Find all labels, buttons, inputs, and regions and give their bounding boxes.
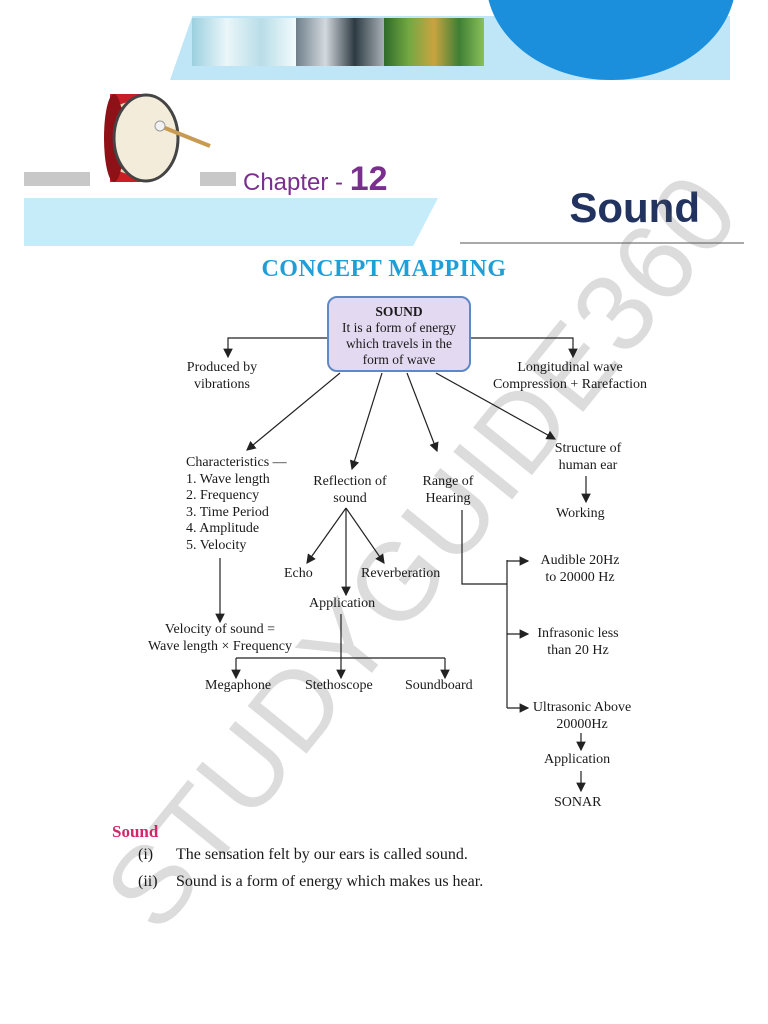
characteristic-item: 3. Time Period bbox=[186, 504, 269, 520]
list-item: (ii) Sound is a form of energy which make… bbox=[138, 873, 483, 891]
ultrasonic-application-node: Application bbox=[544, 752, 611, 767]
characteristic-item: 4. Amplitude bbox=[186, 521, 260, 536]
velocity-line-2: Wave length × Frequency bbox=[148, 638, 292, 654]
characteristic-item: 2. Frequency bbox=[186, 488, 260, 503]
chapter-prefix: Chapter - bbox=[243, 169, 344, 196]
application-node: Application bbox=[309, 596, 376, 611]
megaphone-node: Megaphone bbox=[205, 678, 272, 693]
reflection-line-2: sound bbox=[333, 490, 367, 506]
item-number: (ii) bbox=[138, 873, 158, 890]
concept-map-connectors bbox=[215, 337, 591, 793]
longitudinal-line-2: Compression + Rarefaction bbox=[492, 376, 648, 392]
concept-map-heading: CONCEPT MAPPING bbox=[261, 256, 507, 282]
reflection-node: Reflection of sound bbox=[300, 474, 400, 507]
audible-line-2: to 20000 Hz bbox=[545, 569, 615, 585]
reverberation-node: Reverberation bbox=[361, 566, 441, 581]
audible-line-1: Audible 20Hz bbox=[540, 553, 620, 568]
root-title: SOUND bbox=[375, 304, 423, 319]
item-number: (i) bbox=[138, 846, 154, 863]
audible-node: Audible 20Hz to 20000 Hz bbox=[524, 553, 636, 586]
ear-node: Structure of human ear bbox=[540, 441, 636, 474]
sonar-node: SONAR bbox=[554, 795, 602, 810]
grey-bar-right bbox=[200, 172, 236, 186]
characteristics-node: Characteristics — 1. Wave length 2. Freq… bbox=[186, 455, 287, 554]
root-line-2: which travels in the bbox=[345, 336, 453, 351]
characteristic-item: 1. Wave length bbox=[186, 471, 270, 487]
working-node: Working bbox=[556, 506, 605, 521]
root-line-1: It is a form of energy bbox=[341, 320, 457, 335]
item-text: The sensation felt by our ears is called… bbox=[176, 846, 468, 863]
drum-icon bbox=[104, 93, 211, 183]
nature-image bbox=[384, 18, 484, 66]
characteristics-heading: Characteristics — bbox=[186, 455, 287, 470]
produced-line-2: vibrations bbox=[194, 376, 250, 392]
ultrasonic-line-2: 20000Hz bbox=[556, 716, 608, 732]
longitudinal-node: Longitudinal wave Compression + Rarefact… bbox=[480, 360, 660, 393]
longitudinal-line-1: Longitudinal wave bbox=[517, 360, 623, 375]
title-band bbox=[24, 198, 438, 246]
range-node: Range of Hearing bbox=[410, 474, 486, 507]
dna-image bbox=[192, 18, 296, 66]
reflection-line-1: Reflection of bbox=[313, 474, 387, 489]
ear-line-1: Structure of bbox=[554, 441, 622, 456]
characteristic-item: 5. Velocity bbox=[186, 537, 247, 553]
echo-node: Echo bbox=[284, 566, 313, 581]
infrasonic-node: Infrasonic less than 20 Hz bbox=[524, 626, 632, 659]
ultrasonic-node: Ultrasonic Above 20000Hz bbox=[524, 700, 640, 733]
velocity-node: Velocity of sound = Wave length × Freque… bbox=[130, 622, 310, 655]
range-line-1: Range of bbox=[422, 474, 474, 489]
stethoscope-node: Stethoscope bbox=[305, 678, 373, 693]
soundboard-node: Soundboard bbox=[405, 678, 473, 693]
title-rule bbox=[460, 242, 744, 244]
produced-node: Produced by vibrations bbox=[172, 360, 272, 393]
chapter-number: 12 bbox=[349, 160, 388, 198]
produced-line-1: Produced by bbox=[186, 360, 258, 375]
ultrasonic-line-1: Ultrasonic Above bbox=[532, 700, 632, 715]
microscope-image bbox=[296, 18, 384, 66]
sound-root-node: SOUND It is a form of energy which trave… bbox=[327, 296, 471, 372]
chapter-label: Chapter - 12 bbox=[243, 160, 388, 199]
range-line-2: Hearing bbox=[425, 490, 471, 506]
infrasonic-line-1: Infrasonic less bbox=[537, 626, 619, 641]
item-text: Sound is a form of energy which makes us… bbox=[176, 873, 484, 890]
root-line-3: form of wave bbox=[362, 352, 436, 367]
page-title: Sound bbox=[569, 184, 700, 231]
infrasonic-line-2: than 20 Hz bbox=[547, 642, 609, 658]
ear-line-2: human ear bbox=[558, 457, 618, 473]
list-item: (i) The sensation felt by our ears is cal… bbox=[138, 846, 468, 864]
section-heading: Sound bbox=[112, 822, 159, 841]
grey-bar-left bbox=[24, 172, 90, 186]
velocity-line-1: Velocity of sound = bbox=[164, 622, 276, 637]
